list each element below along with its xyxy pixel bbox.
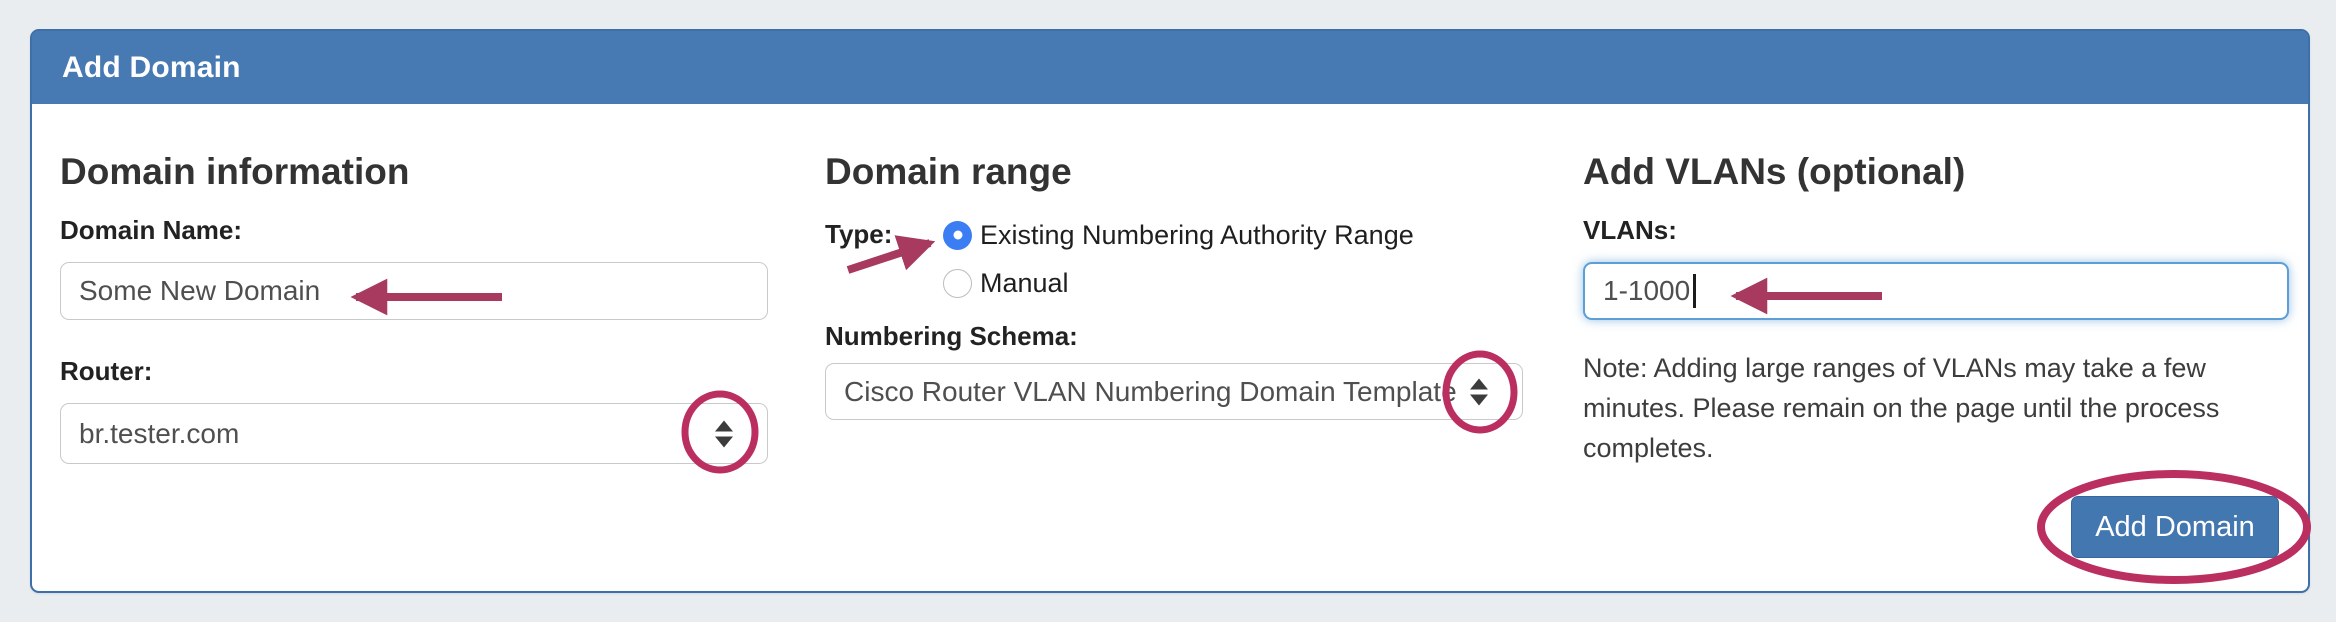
add-domain-button[interactable]: Add Domain <box>2071 496 2279 558</box>
radio-unselected-icon[interactable] <box>943 268 972 298</box>
vlans-input-value: 1-1000 <box>1603 275 1691 306</box>
panel-title: Add Domain <box>62 50 241 84</box>
panel-header: Add Domain <box>32 31 2308 104</box>
radio-selected-icon[interactable] <box>943 220 972 250</box>
domain-range-section: Domain range Type: Existing Numbering Au… <box>825 104 1525 591</box>
domain-name-input[interactable] <box>60 262 768 320</box>
panel-body: Domain information Domain Name: Router: … <box>32 104 2308 591</box>
router-select-value: br.tester.com <box>79 417 240 449</box>
numbering-schema-select[interactable]: Cisco Router VLAN Numbering Domain Templ… <box>825 363 1523 420</box>
vlans-label: VLANs: <box>1583 215 1677 245</box>
text-caret <box>1693 274 1697 308</box>
router-label: Router: <box>60 356 153 386</box>
domain-information-section: Domain information Domain Name: Router: … <box>60 104 768 591</box>
add-vlans-heading: Add VLANs (optional) <box>1583 151 1966 192</box>
router-select[interactable]: br.tester.com <box>60 403 768 464</box>
type-label: Type: <box>825 219 893 249</box>
radio-option-existing-numbering-authority-range[interactable]: Existing Numbering Authority Range <box>943 217 1414 253</box>
add-vlans-section: Add VLANs (optional) VLANs: 1-1000 Note:… <box>1583 104 2289 591</box>
domain-range-heading: Domain range <box>825 151 1072 192</box>
domain-name-label: Domain Name: <box>60 215 243 245</box>
radio-option-label: Manual <box>980 267 1069 298</box>
updown-arrows-icon <box>1470 378 1488 405</box>
add-domain-panel: Add Domain Domain information Domain Nam… <box>30 29 2310 593</box>
vlans-note-text: Note: Adding large ranges of VLANs may t… <box>1583 353 2220 463</box>
updown-arrows-icon <box>715 420 733 447</box>
domain-information-heading: Domain information <box>60 151 410 192</box>
numbering-schema-label: Numbering Schema: <box>825 321 1078 351</box>
radio-option-manual[interactable]: Manual <box>943 265 1069 301</box>
radio-option-label: Existing Numbering Authority Range <box>980 219 1414 250</box>
vlans-input[interactable]: 1-1000 <box>1583 262 2289 320</box>
numbering-schema-select-value: Cisco Router VLAN Numbering Domain Templ… <box>844 375 1457 407</box>
